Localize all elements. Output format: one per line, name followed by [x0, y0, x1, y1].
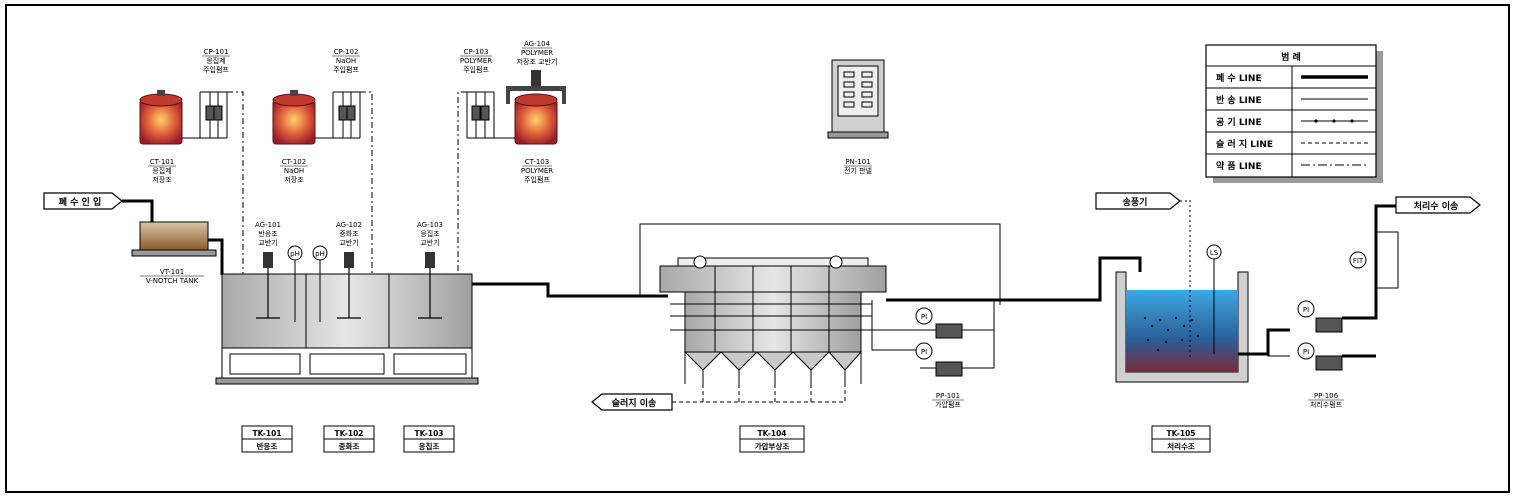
tag-tk101-name: 반응조 — [257, 441, 278, 451]
tag-tk102-name: 중화조 — [339, 441, 360, 451]
daf-tank-tk104 — [639, 223, 1001, 403]
agitator-ag103-desc: 응집조 — [420, 229, 440, 238]
inlet-label: 폐 수 인 입 — [59, 196, 102, 208]
tank-ct101-desc2: 저장조 — [152, 175, 172, 184]
electric-panel-pn101: PN-101 전기 판넬 — [827, 59, 889, 175]
dosing-pump-labels: CP-101 응집제 주입펌프 CP-102 NaOH 주입펌프 CP-103 … — [148, 40, 557, 184]
tank-ct103-desc: POLYMER — [521, 167, 553, 175]
tag-tk105-name: 처리수조 — [1167, 441, 1195, 451]
tag-tk104-name: 가압부상조 — [755, 441, 790, 451]
treated-pumps-pp106 — [1267, 204, 1399, 371]
pi-label-2: PI — [921, 348, 927, 356]
pi-label-1: PI — [921, 313, 927, 321]
diagram-frame — [5, 4, 1510, 493]
tag-tk102-id: TK-102 — [334, 429, 363, 438]
chemical-tank-ct102 — [272, 90, 316, 145]
tank-ct102-desc2: 저장조 — [284, 175, 304, 184]
fit-label: FIT — [1353, 257, 1364, 265]
tank-ct102-desc: NaOH — [284, 167, 304, 175]
tank-ct102-id: CT-102 — [282, 158, 306, 166]
pump-pp101-desc: 가압펌프 — [935, 400, 961, 409]
legend-title: 범 례 — [1281, 51, 1301, 63]
blower-tag: 송풍기 — [1095, 192, 1190, 210]
pump-cp101-id: CP-101 — [204, 48, 229, 56]
vnotch-desc: V-NOTCH TANK — [146, 277, 199, 285]
tag-tk103-name: 응집조 — [419, 441, 440, 451]
inlet-tag: 폐 수 인 입 — [43, 192, 154, 222]
tag-tk101-id: TK-101 — [252, 429, 281, 438]
chemical-tank-ct103 — [506, 70, 566, 145]
agitator-ag102-desc: 중화조 — [339, 230, 359, 238]
reaction-tank-block: pH pH — [215, 245, 668, 385]
agitator-ag104-motor — [531, 70, 541, 86]
agitator-ag101-id: AG-101 — [255, 221, 281, 229]
agitator-ag103-id: AG-103 — [417, 221, 443, 229]
legend-label-air: 공 기 LINE — [1216, 116, 1262, 128]
agitator-ag104-desc2: 저장조 교반기 — [517, 57, 558, 66]
agitator-ag104-id: AG-104 — [524, 40, 551, 48]
tag-tk105-id: TK-105 — [1166, 429, 1195, 438]
sludge-label: 슬러지 이송 — [612, 397, 657, 409]
ph-label-2: pH — [315, 250, 325, 258]
ls-label: LS — [1210, 249, 1219, 257]
pi-label-3: PI — [1303, 306, 1309, 314]
sludge-out-tag: 슬러지 이송 — [591, 393, 673, 411]
tank-ct101-desc: 응집제 — [152, 166, 171, 175]
tank-tags: TK-101 반응조 TK-102 중화조 TK-103 응집조 TK-104 … — [241, 425, 1211, 453]
tank-ct103-desc2: 주입펌프 — [524, 175, 550, 184]
legend-label-wastewater: 폐 수 LINE — [1216, 72, 1262, 84]
pump-cp101-desc2: 주입펌프 — [203, 65, 229, 74]
pressure-pumps-pp101 — [871, 256, 1142, 377]
tank-ct101-id: CT-101 — [150, 158, 174, 166]
agitator-ag104-desc: POLYMER — [521, 49, 553, 57]
pi-label-4: PI — [1303, 348, 1309, 356]
chemical-tank-ct101 — [139, 90, 183, 145]
legend: 범 례 폐 수 LINE 반 송 LINE 공 기 LINE 슬 러 지 LIN… — [1205, 44, 1383, 183]
pump-cp103-id: CP-103 — [464, 48, 489, 56]
agitator-labels: AG-101 반응조 교반기 AG-102 중화조 교반기 AG-103 응집조… — [255, 221, 443, 247]
legend-sample-air — [1301, 119, 1368, 123]
tag-tk103-id: TK-103 — [414, 429, 443, 438]
legend-label-chemical: 약 품 LINE — [1216, 160, 1262, 172]
vnotch-tank-vt101: VT-101 V-NOTCH TANK — [131, 221, 224, 285]
pump-pp106-id: PP-106 — [1314, 392, 1339, 400]
dosing-pumps — [182, 91, 515, 280]
treated-water-tank-tk105 — [1115, 200, 1290, 383]
blower-label: 송풍기 — [1123, 196, 1148, 208]
agitator-ag103-motor — [425, 252, 435, 268]
pump-cp102-desc: NaOH — [336, 57, 356, 65]
tag-tk104-id: TK-104 — [757, 429, 786, 438]
panel-pn101-desc: 전기 판넬 — [844, 166, 872, 175]
legend-label-return: 반 송 LINE — [1216, 94, 1262, 106]
vnotch-id: VT-101 — [160, 268, 184, 276]
legend-label-sludge: 슬 러 지 LINE — [1216, 138, 1273, 150]
pump-pp106-desc: 처리수펌프 — [1310, 400, 1343, 409]
panel-pn101-id: PN-101 — [845, 158, 870, 166]
agitator-ag103-desc2: 교반기 — [420, 238, 439, 247]
agitator-ag101-desc2: 교반기 — [258, 238, 277, 247]
agitator-ag102-desc2: 교반기 — [339, 238, 358, 247]
pump-cp103-desc2: 주입펌프 — [463, 65, 489, 74]
pump-cp103-desc: POLYMER — [460, 57, 492, 65]
pump-cp102-desc2: 주입펌프 — [333, 65, 359, 74]
outlet-label: 처리수 이송 — [1414, 200, 1459, 212]
outlet-tag: 처리수 이송 — [1395, 196, 1481, 214]
agitator-ag102-motor — [344, 252, 354, 268]
agitator-ag101-desc: 반응조 — [258, 229, 278, 238]
pump-pp101-id: PP-101 — [936, 392, 960, 400]
agitator-ag101-motor — [263, 252, 273, 268]
tank-ct103-id: CT-103 — [525, 158, 549, 166]
ph-label-1: pH — [290, 250, 300, 258]
pump-cp102-id: CP-102 — [334, 48, 359, 56]
pump-cp101-desc: 응집제 — [206, 56, 225, 65]
agitator-ag102-id: AG-102 — [336, 221, 362, 229]
